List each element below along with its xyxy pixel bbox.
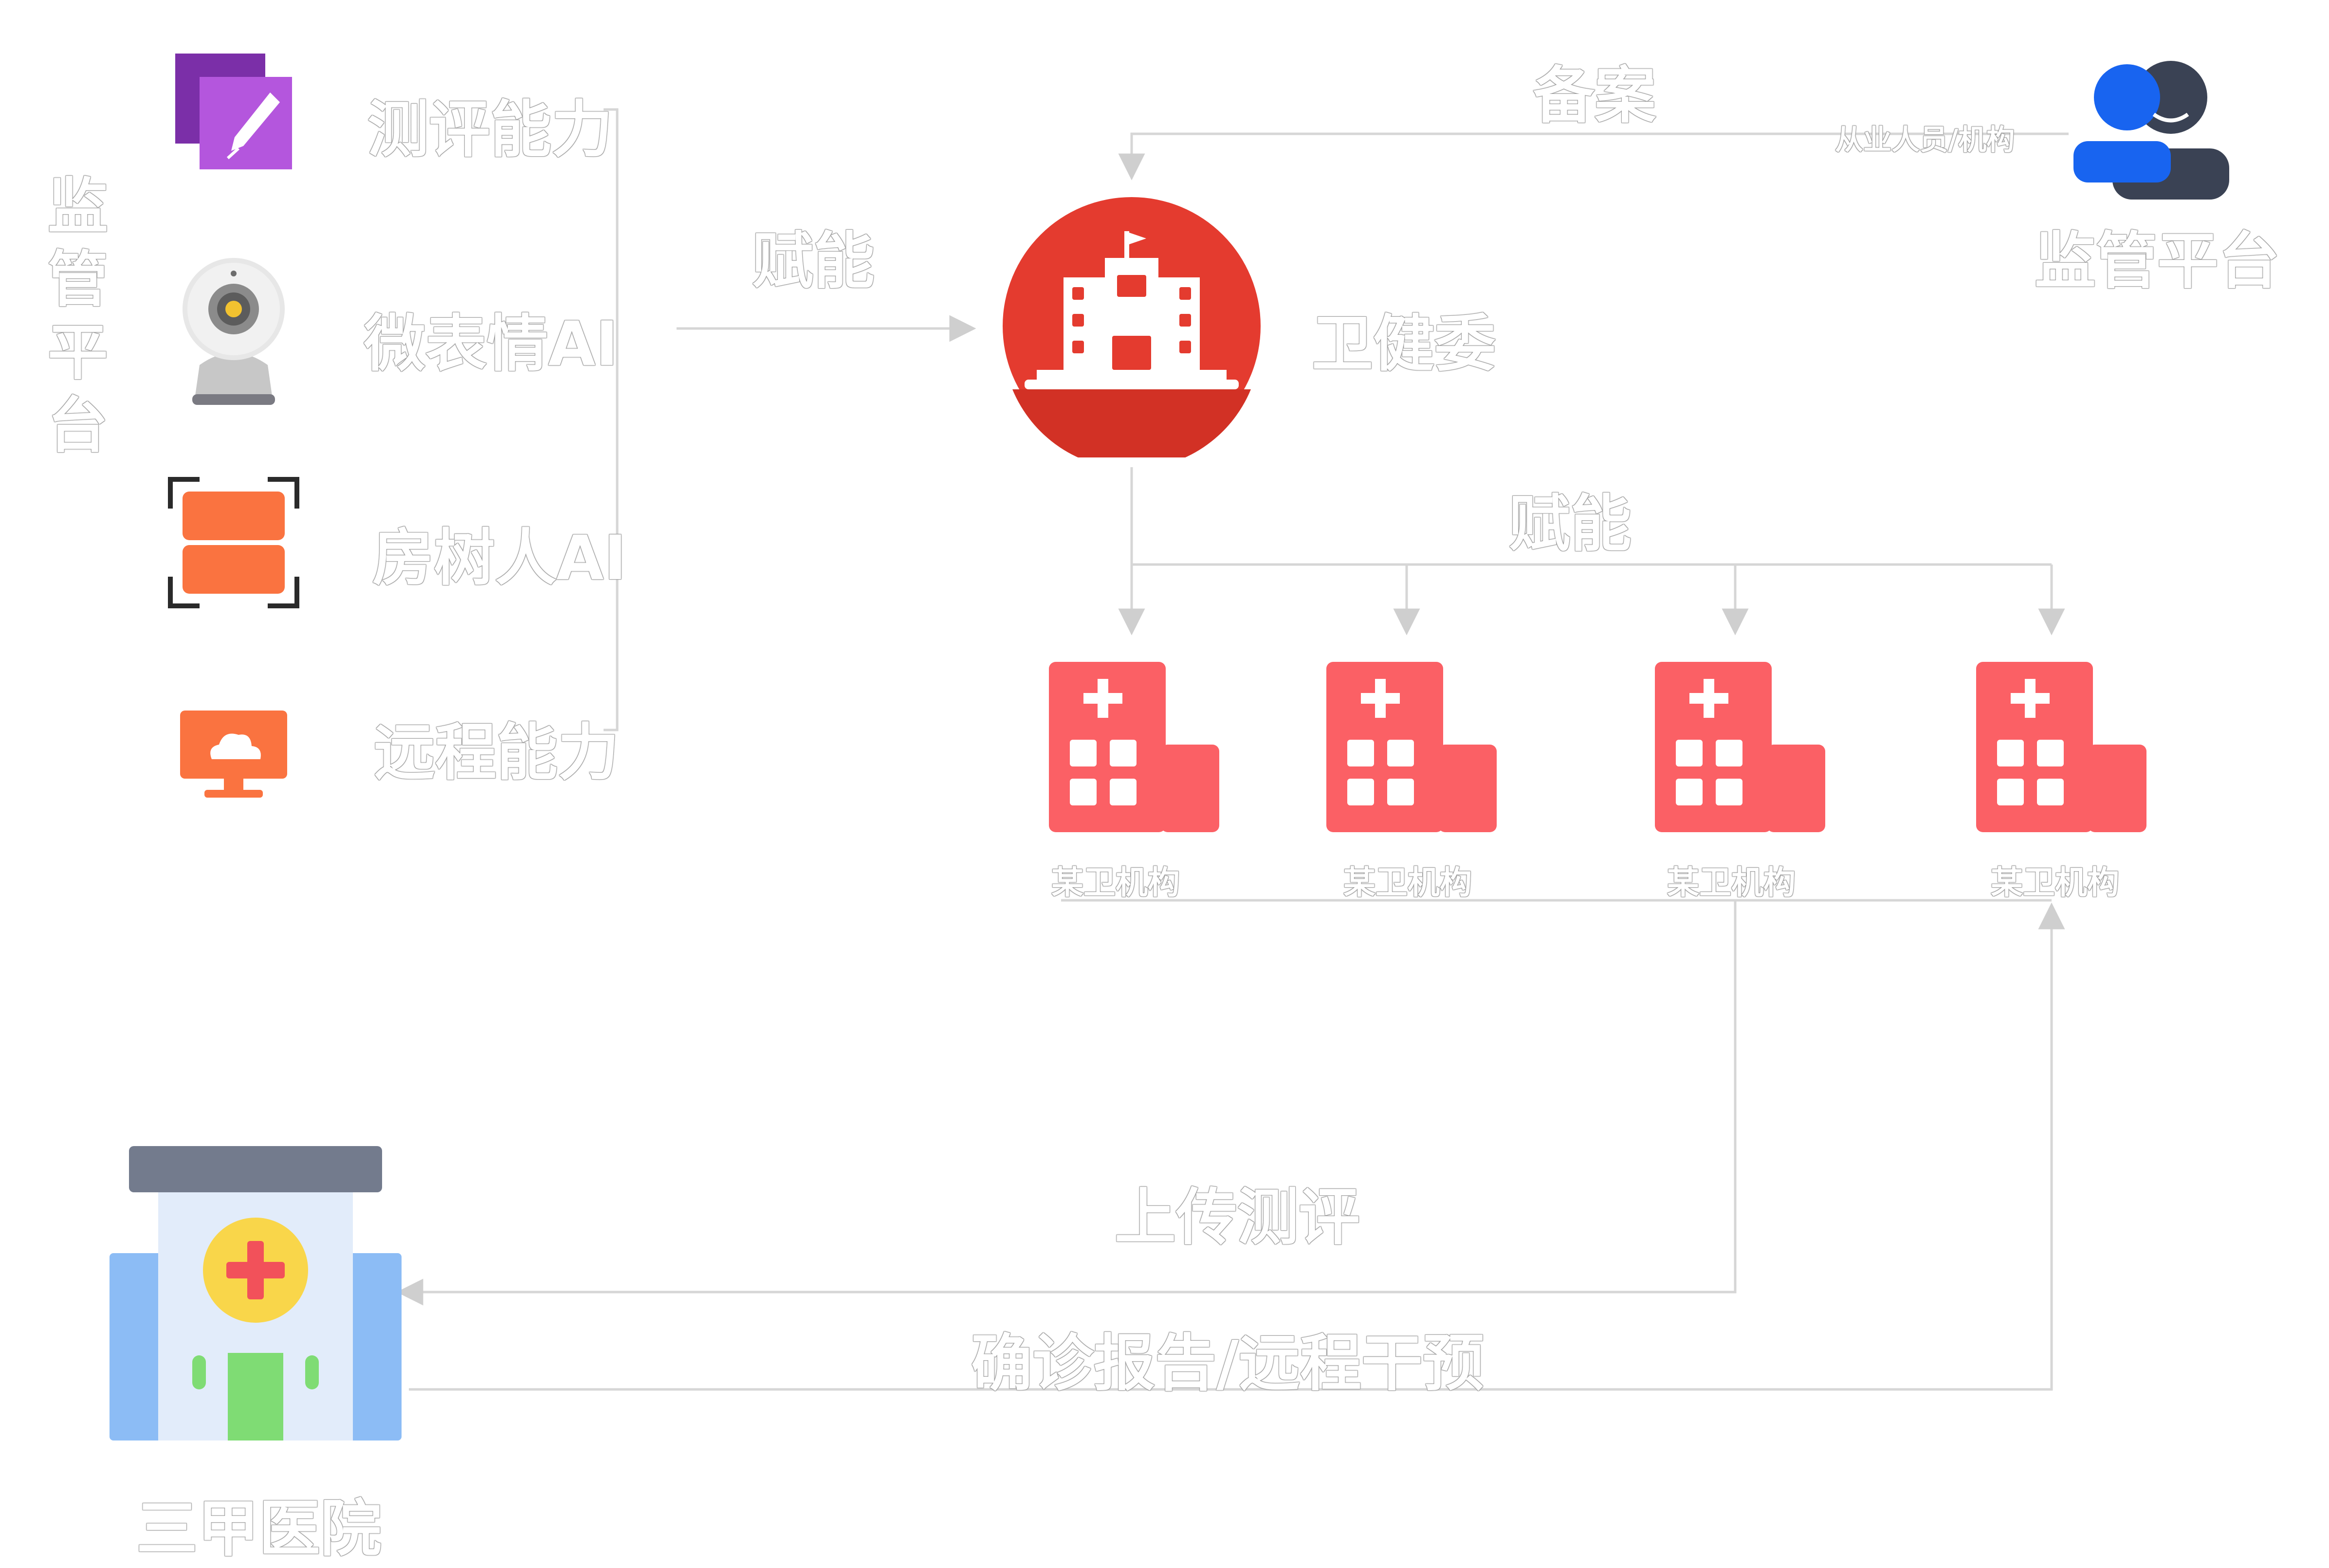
report-label: 确诊报告/远程干预 bbox=[971, 1328, 1485, 1399]
hospital-icon bbox=[1974, 659, 2149, 835]
capability-label-assessment: 测评能力 bbox=[367, 94, 613, 165]
institution-label-1: 某卫机构 bbox=[1051, 864, 1180, 901]
capability-label-htp: 房树人AI bbox=[372, 522, 627, 594]
record-label: 备案 bbox=[1533, 60, 1656, 131]
commission-label: 卫健委 bbox=[1312, 308, 1496, 380]
government-building-icon bbox=[1000, 195, 1263, 470]
hospital-label: 三甲医院 bbox=[136, 1493, 382, 1565]
platform-label: 监管平台 bbox=[2035, 225, 2280, 297]
capability-bracket-line bbox=[604, 108, 619, 731]
institution-label-4: 某卫机构 bbox=[1991, 864, 2119, 901]
users-icon bbox=[2073, 54, 2229, 209]
upload-label: 上传测评 bbox=[1115, 1182, 1360, 1253]
report-arrow bbox=[409, 902, 2065, 1391]
left-side-label: 监 管 平 台 bbox=[47, 172, 108, 461]
hospital-icon bbox=[1652, 659, 1828, 835]
capability-label-micro-expression: 微表情AI bbox=[364, 308, 619, 380]
record-arrow bbox=[1118, 132, 2069, 181]
scan-frame-icon bbox=[165, 474, 302, 611]
cloud-monitor-icon bbox=[178, 708, 290, 805]
hospital-building-icon bbox=[107, 1146, 404, 1443]
hospital-icon bbox=[1046, 659, 1222, 835]
empower-label-2: 赋能 bbox=[1509, 488, 1632, 560]
capability-label-remote: 远程能力 bbox=[374, 717, 619, 788]
institution-label-2: 某卫机构 bbox=[1343, 864, 1472, 901]
hospital-icon bbox=[1324, 659, 1499, 835]
empower-label-1: 赋能 bbox=[752, 225, 875, 297]
upload-arrow bbox=[396, 900, 1737, 1306]
edit-note-icon bbox=[170, 49, 297, 175]
webcam-icon bbox=[173, 253, 294, 409]
institution-label-3: 某卫机构 bbox=[1667, 864, 1796, 901]
practitioner-label: 从业人员/机构 bbox=[1835, 123, 2015, 156]
